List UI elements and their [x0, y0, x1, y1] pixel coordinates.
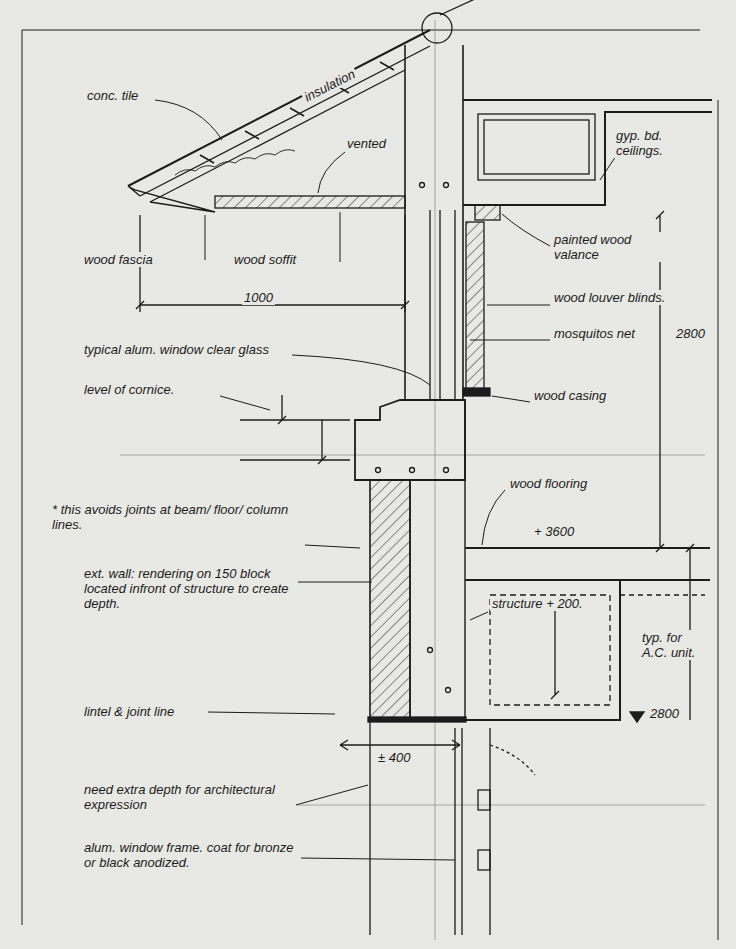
annotation-label: wood casing	[532, 388, 608, 403]
annotation-label: conc. tile	[85, 88, 140, 103]
annotation-label: * this avoids joints at beam/ floor/ col…	[50, 502, 309, 532]
annotation-label: lintel & joint line	[82, 704, 176, 719]
annotation-label: wood fascia	[82, 252, 155, 267]
annotation-label: insulation	[300, 65, 359, 105]
annotation-label: typ. for A.C. unit.	[640, 630, 710, 660]
annotation-label: need extra depth for architectural expre…	[82, 782, 296, 812]
annotation-label: painted wood valance	[552, 232, 674, 262]
annotation-label: 2800	[674, 326, 707, 341]
annotation-label: ± 400	[376, 750, 412, 765]
annotation-label: wood flooring	[508, 476, 589, 491]
annotation-label: ext. wall: rendering on 150 block locate…	[82, 566, 298, 611]
annotation-label: typical alum. window clear glass	[82, 342, 271, 357]
annotation-label: 1000	[242, 290, 275, 305]
annotation-label: alum. window frame. coat for bronze or b…	[82, 840, 301, 870]
annotation-label: + 3600	[532, 524, 576, 539]
annotation-label: vented	[345, 136, 388, 151]
annotation-label: wood louver blinds.	[552, 290, 674, 305]
annotation-label: mosquitos net	[552, 326, 637, 341]
annotation-label: gyp. bd. ceilings.	[614, 128, 710, 158]
annotation-label: structure + 200.	[490, 596, 586, 611]
annotation-label: level of cornice.	[82, 382, 176, 397]
annotation-label: 2800	[648, 706, 681, 721]
annotation-label: wood soffit	[232, 252, 298, 267]
